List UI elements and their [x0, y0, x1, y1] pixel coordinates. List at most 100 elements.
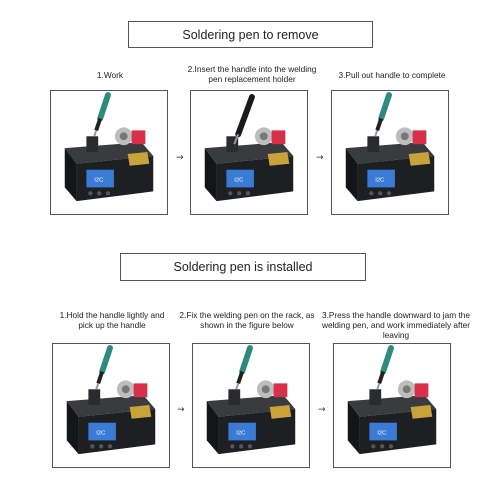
reel-hub — [259, 132, 268, 141]
soldering-pen-tip — [95, 383, 100, 390]
station-button-icon — [97, 191, 102, 196]
station-front — [218, 408, 296, 455]
station-button-icon — [90, 444, 95, 449]
pen-holder — [228, 389, 241, 406]
reel-hub — [402, 385, 411, 394]
soldering-pen-handle — [99, 345, 113, 375]
install-step-1-label: 1.Hold the handle lightly and pick up th… — [59, 310, 165, 330]
arrow-icon: → — [318, 405, 326, 415]
station-side — [345, 148, 358, 202]
screen-logo: I2C — [377, 431, 387, 437]
remove-step-3-image: I2C — [331, 90, 449, 215]
section-title-install-text: Soldering pen is installed — [173, 260, 313, 274]
install-step-1-image: I2C — [52, 343, 170, 468]
reel-cover — [131, 130, 146, 145]
soldering-pen-handle — [97, 92, 111, 122]
reel-hub — [261, 385, 270, 394]
remove-step-1-image: I2C — [50, 90, 168, 215]
reel-cover — [412, 130, 427, 145]
soldering-pen-handle — [235, 94, 255, 138]
install-step-3-image: I2C — [333, 343, 451, 468]
station-screen — [88, 422, 116, 441]
station-front — [76, 155, 154, 202]
station-screen — [367, 169, 395, 188]
remove-step-3-label: 3.Pull out handle to complete — [338, 70, 446, 80]
soldering-pen-tip — [233, 133, 240, 145]
soldering-pen-grip — [94, 117, 103, 132]
station-screen — [228, 422, 256, 441]
station-front — [216, 155, 294, 202]
reel-cover — [271, 130, 286, 145]
sponge-tray — [129, 405, 152, 419]
pen-holder — [367, 136, 380, 153]
soldering-pen-tip — [376, 383, 381, 390]
station-button-icon — [247, 444, 253, 449]
soldering-station-illustration: I2C — [66, 345, 156, 455]
station-screen — [369, 422, 397, 441]
reel-hub — [121, 385, 130, 394]
sponge-tray — [127, 152, 150, 166]
section-title-remove: Soldering pen to remove — [128, 21, 373, 48]
station-front — [357, 155, 435, 202]
station-button-icon — [230, 444, 235, 449]
soldering-pen-grip — [377, 370, 386, 385]
station-front — [359, 408, 437, 455]
pen-holder — [86, 136, 99, 153]
arrow-icon: → — [177, 405, 185, 415]
soldering-station-illustration: I2C — [347, 345, 437, 455]
section-title-install: Soldering pen is installed — [120, 253, 366, 281]
soldering-pen-grip — [236, 370, 245, 385]
station-screen — [86, 169, 114, 188]
station-button-icon — [386, 191, 392, 196]
soldering-station-illustration: I2C — [64, 92, 154, 202]
reel-hub — [400, 132, 409, 141]
station-button-icon — [99, 444, 104, 449]
install-step-3-label: 3.Press the handle downward to jam the w… — [321, 310, 471, 340]
station-button-icon — [107, 444, 113, 449]
reel-cover — [414, 383, 429, 398]
screen-logo: I2C — [96, 431, 106, 437]
reel-cover — [133, 383, 148, 398]
screen-logo: I2C — [375, 178, 385, 184]
soldering-pen-handle — [378, 92, 392, 122]
station-button-icon — [388, 444, 394, 449]
screen-logo: I2C — [94, 178, 104, 184]
remove-step-2-image: I2C — [190, 90, 308, 215]
station-side — [66, 401, 79, 455]
remove-step-1-label: 1.Work — [96, 70, 124, 80]
sponge-tray — [269, 405, 292, 419]
section-title-remove-text: Soldering pen to remove — [182, 27, 319, 42]
soldering-station-illustration: I2C — [206, 345, 296, 455]
soldering-pen-grip — [96, 370, 105, 385]
arrow-icon: → — [316, 153, 324, 163]
station-side — [347, 401, 360, 455]
station-button-icon — [237, 191, 242, 196]
station-side — [64, 148, 77, 202]
pen-holder — [226, 136, 239, 153]
screen-logo: I2C — [234, 178, 244, 184]
station-button-icon — [369, 191, 374, 196]
station-button-icon — [105, 191, 111, 196]
soldering-pen-tip — [93, 130, 98, 137]
station-button-icon — [228, 191, 233, 196]
station-button-icon — [245, 191, 251, 196]
soldering-pen-handle — [239, 345, 253, 375]
station-button-icon — [88, 191, 93, 196]
station-button-icon — [371, 444, 376, 449]
remove-step-2-label: 2.Insert the handle into the welding pen… — [187, 64, 317, 84]
pen-holder — [369, 389, 382, 406]
reel-hub — [119, 132, 128, 141]
soldering-station-illustration: I2C — [204, 94, 294, 202]
soldering-station-illustration: I2C — [345, 92, 435, 202]
station-button-icon — [239, 444, 244, 449]
screen-logo: I2C — [236, 431, 246, 437]
station-side — [204, 148, 217, 202]
arrow-icon: → — [176, 153, 184, 163]
soldering-pen-tip — [374, 130, 379, 137]
station-front — [78, 408, 156, 455]
station-side — [206, 401, 219, 455]
sponge-tray — [410, 405, 433, 419]
station-screen — [226, 169, 254, 188]
station-button-icon — [378, 191, 383, 196]
soldering-pen-handle — [380, 345, 394, 375]
